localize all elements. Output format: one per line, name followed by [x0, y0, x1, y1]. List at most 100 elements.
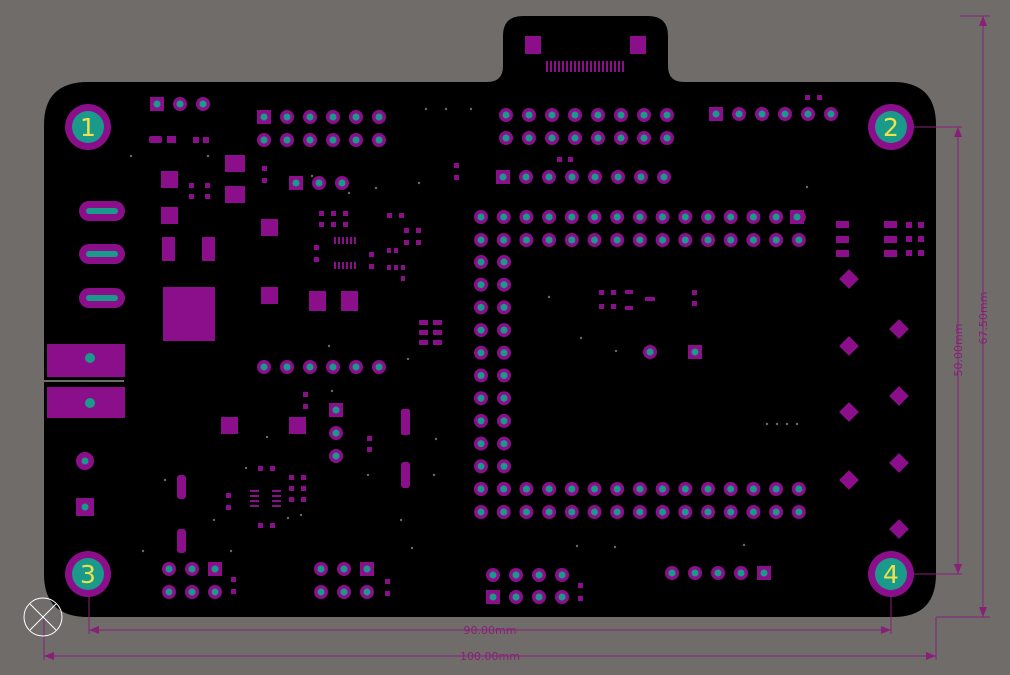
smd-pad[interactable]: [416, 240, 421, 245]
smd-pad[interactable]: [906, 222, 912, 228]
mounting-hole-3[interactable]: 3: [65, 551, 111, 597]
header-pin[interactable]: [734, 566, 748, 580]
header-pin[interactable]: [723, 233, 738, 247]
header-pin[interactable]: [474, 505, 488, 519]
header-pin[interactable]: [519, 210, 534, 224]
led-diamond-pad[interactable]: [839, 269, 859, 289]
smd-pad[interactable]: [884, 236, 897, 243]
header-pin[interactable]: [499, 131, 513, 145]
header-pin[interactable]: [162, 562, 176, 576]
header-pin[interactable]: [162, 585, 176, 599]
header-pin[interactable]: [76, 452, 94, 470]
header-pin[interactable]: [474, 436, 488, 451]
smd-pad[interactable]: [270, 466, 275, 471]
header-pin[interactable]: [372, 133, 386, 147]
header-pin[interactable]: [723, 210, 738, 224]
smd-pad[interactable]: [433, 340, 442, 345]
header-pin[interactable]: [280, 133, 294, 147]
header-pin[interactable]: [769, 210, 784, 224]
header-pin[interactable]: [746, 505, 761, 519]
led-diamond-pad[interactable]: [889, 319, 909, 339]
smd-pad[interactable]: [401, 276, 405, 281]
smd-pad[interactable]: [301, 475, 306, 480]
header-pin[interactable]: [587, 233, 602, 247]
header-pin[interactable]: [497, 345, 511, 360]
header-pin[interactable]: [326, 133, 340, 147]
smd-pad[interactable]: [369, 252, 374, 257]
mounting-hole-4[interactable]: 4: [868, 551, 914, 597]
header-pin[interactable]: [474, 459, 488, 474]
header-pin[interactable]: [643, 345, 657, 359]
header-pin[interactable]: [497, 436, 511, 451]
header-pin[interactable]: [257, 360, 271, 374]
smd-pad[interactable]: [301, 486, 306, 491]
through-hole-headers[interactable]: [76, 97, 838, 604]
header-pin[interactable]: [564, 505, 579, 519]
smd-pad[interactable]: [189, 194, 194, 199]
header-pin[interactable]: [564, 210, 579, 224]
header-pin[interactable]: [150, 97, 164, 111]
smd-pad[interactable]: [314, 245, 319, 250]
header-pin[interactable]: [360, 562, 374, 576]
header-pin[interactable]: [655, 210, 670, 224]
header-pin[interactable]: [568, 131, 582, 145]
header-pin[interactable]: [769, 233, 784, 247]
header-pin[interactable]: [474, 277, 488, 292]
header-pin[interactable]: [587, 482, 602, 496]
smd-pad[interactable]: [918, 250, 924, 256]
smd-pad[interactable]: [692, 290, 697, 295]
smd-pad[interactable]: [599, 290, 604, 295]
header-pin[interactable]: [655, 482, 670, 496]
header-pin[interactable]: [185, 562, 199, 576]
smd-pad[interactable]: [906, 250, 912, 256]
smd-pad[interactable]: [454, 163, 459, 168]
smd-pad[interactable]: [918, 236, 924, 242]
header-pin[interactable]: [688, 345, 702, 359]
smd-pad[interactable]: [611, 290, 616, 295]
smd-pad[interactable]: [319, 211, 324, 216]
header-pin[interactable]: [610, 210, 625, 224]
header-pin[interactable]: [701, 210, 715, 224]
header-pin[interactable]: [769, 505, 784, 519]
smd-pad[interactable]: [385, 591, 390, 596]
header-pin[interactable]: [791, 482, 806, 496]
header-pin[interactable]: [542, 210, 557, 224]
smd-pad[interactable]: [399, 213, 404, 218]
header-pin[interactable]: [655, 505, 670, 519]
smd-pad[interactable]: [599, 304, 604, 309]
header-pin[interactable]: [564, 482, 579, 496]
header-pin[interactable]: [637, 131, 651, 145]
header-pin[interactable]: [542, 482, 557, 496]
smd-pad[interactable]: [387, 265, 391, 270]
header-pin[interactable]: [326, 110, 340, 124]
smd-pad[interactable]: [331, 222, 336, 227]
smd-pad[interactable]: [645, 297, 655, 301]
header-pin[interactable]: [632, 233, 647, 247]
header-pin[interactable]: [660, 108, 674, 122]
smd-pad[interactable]: [394, 265, 398, 270]
header-pin[interactable]: [634, 170, 648, 184]
header-pin[interactable]: [335, 176, 349, 190]
smd-pad[interactable]: [433, 320, 442, 325]
smd-pad[interactable]: [419, 340, 428, 345]
header-pin[interactable]: [587, 210, 602, 224]
smd-pad[interactable]: [404, 240, 409, 245]
header-pin[interactable]: [329, 449, 343, 463]
smd-pad[interactable]: [918, 222, 924, 228]
header-pin[interactable]: [665, 566, 679, 580]
smd-pad[interactable]: [289, 475, 294, 480]
header-pin[interactable]: [519, 505, 534, 519]
smd-pad[interactable]: [226, 493, 231, 498]
smd-pad[interactable]: [303, 392, 308, 397]
header-pin[interactable]: [349, 133, 363, 147]
header-pin[interactable]: [591, 131, 605, 145]
smd-pads[interactable]: [149, 136, 410, 553]
usb-connector[interactable]: [525, 36, 646, 72]
smd-pad[interactable]: [836, 221, 849, 228]
header-pin[interactable]: [723, 505, 738, 519]
header-pin[interactable]: [555, 590, 569, 604]
header-pin[interactable]: [280, 110, 294, 124]
header-pin[interactable]: [688, 566, 702, 580]
smd-pad[interactable]: [289, 497, 294, 502]
